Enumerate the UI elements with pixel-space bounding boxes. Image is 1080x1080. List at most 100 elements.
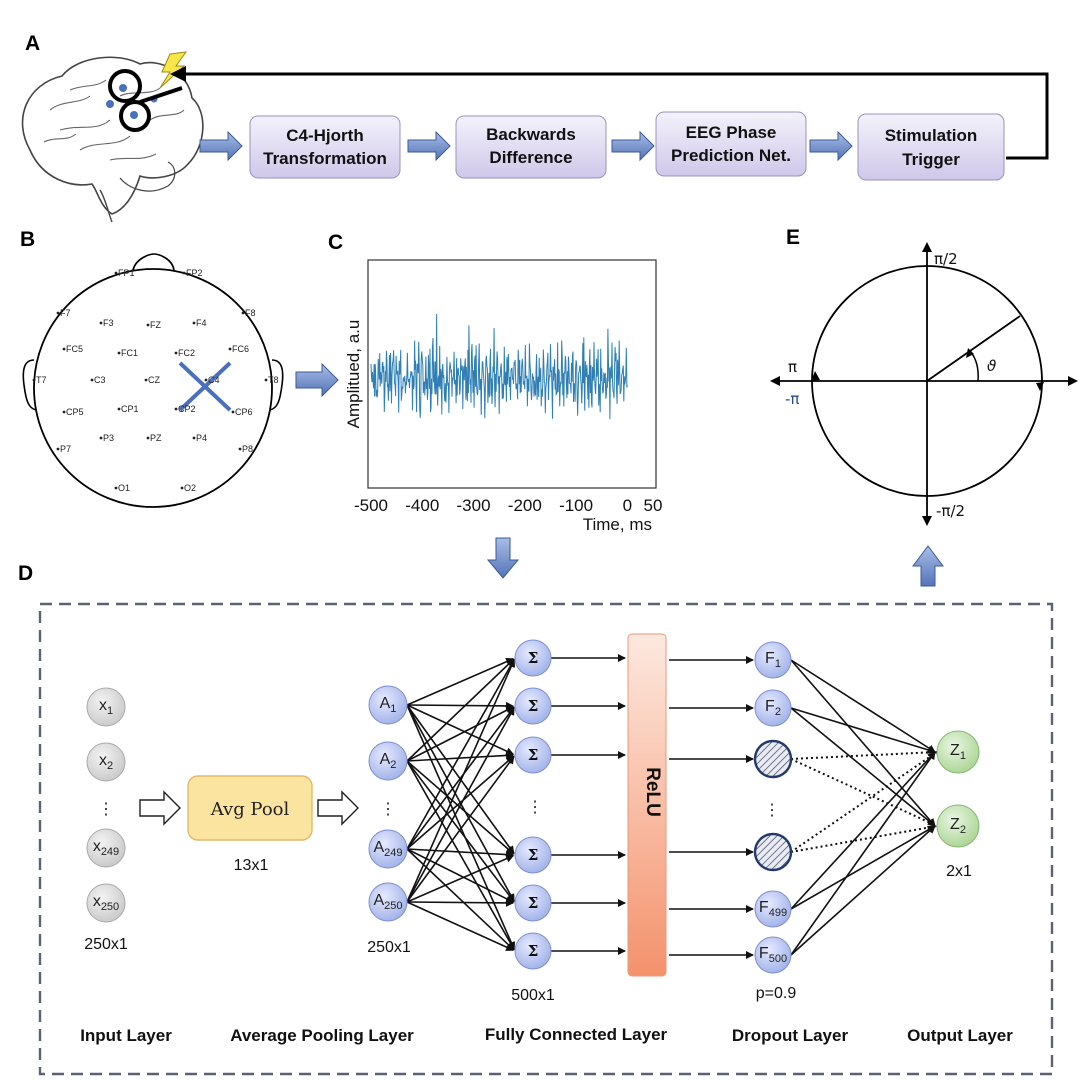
electrode-label: FP2 xyxy=(186,268,203,278)
panel-label-b: B xyxy=(20,228,35,251)
node-label: A250 xyxy=(373,892,402,912)
node-label: A1 xyxy=(380,695,397,715)
electrode-cp6: CP6 xyxy=(231,407,253,417)
pipeline-arrows xyxy=(199,130,853,162)
connection-arrow xyxy=(790,825,936,956)
relu-block: ReLU xyxy=(627,633,667,977)
connection-arrow xyxy=(406,848,515,859)
connection-arrow xyxy=(406,704,516,951)
dropped-node xyxy=(753,739,793,779)
label-pi: π xyxy=(788,358,797,376)
connection-arrow xyxy=(406,751,515,762)
electrode-c3: C3 xyxy=(90,375,106,385)
dropped-node xyxy=(753,832,793,872)
electrode-p7: P7 xyxy=(56,444,71,454)
electrode-cap xyxy=(22,253,284,508)
ellipsis: ⋮ xyxy=(98,801,114,818)
dropout-connections xyxy=(790,659,938,956)
connection-arrow xyxy=(406,854,515,903)
electrode-f8: F8 xyxy=(241,308,256,318)
label-theta: ϑ xyxy=(987,357,996,375)
box-hjorth-line1: C4-Hjorth xyxy=(286,126,363,145)
node-label: x250 xyxy=(93,893,119,913)
layer-name-input: Input Layer xyxy=(80,1026,172,1045)
x-axis-label: Time, ms xyxy=(583,515,652,534)
electrode-label: FC1 xyxy=(121,348,138,358)
electrode-pz: PZ xyxy=(146,433,162,443)
connection-arrow xyxy=(790,758,938,827)
electrode-label: FC5 xyxy=(66,344,83,354)
electrode-fz: FZ xyxy=(146,320,161,330)
pooled-node: A249 xyxy=(368,829,408,869)
electrode-label: C4 xyxy=(208,375,220,385)
node-label: x1 xyxy=(99,697,113,717)
phase-circle xyxy=(770,242,1078,526)
electrode-label: CP5 xyxy=(66,407,84,417)
signal-to-network-arrow xyxy=(486,537,520,579)
connection-arrow xyxy=(406,760,515,855)
connection-arrow xyxy=(406,701,515,710)
electrode-label: T7 xyxy=(36,375,47,385)
electrode-label: CZ xyxy=(148,375,160,385)
electrode-label: F4 xyxy=(196,318,207,328)
output-dim: 2x1 xyxy=(946,863,972,880)
relu-label: ReLU xyxy=(642,767,663,817)
connection-arrow xyxy=(790,751,938,760)
electrode-label: F8 xyxy=(245,308,256,318)
electrode-fc5: FC5 xyxy=(62,344,83,354)
fc-node: Σ xyxy=(514,639,552,677)
input-to-pool-arrow xyxy=(139,790,181,826)
input-layer-nodes: x1 x2 ⋮ x249 x250 xyxy=(86,687,126,923)
pool-dim: 13x1 xyxy=(234,857,269,874)
electrode-f4: F4 xyxy=(192,318,207,328)
dropout-node: F499 xyxy=(754,890,792,928)
label-minus-pi-half: -π/2 xyxy=(936,502,965,520)
connection-arrow xyxy=(790,659,936,753)
fc-node: Σ xyxy=(514,687,552,725)
node-label: x249 xyxy=(93,838,119,858)
electrode-label: FZ xyxy=(150,320,161,330)
avg-pool-block: Avg Pool xyxy=(187,775,313,841)
connection-arrow xyxy=(406,706,515,903)
panel-label-c: C xyxy=(328,231,343,254)
box-hjorth-line2: Transformation xyxy=(263,149,387,168)
network-connections xyxy=(406,654,754,959)
electrode-fc1: FC1 xyxy=(117,348,138,358)
fc-node: Σ xyxy=(514,736,552,774)
node-label: F499 xyxy=(759,899,787,919)
input-node: x2 xyxy=(86,742,126,782)
connection-arrow xyxy=(406,658,516,903)
x-tick-label: -400 xyxy=(405,496,439,515)
dropout-node: F2 xyxy=(754,689,792,727)
electrode-label: CP6 xyxy=(235,407,253,417)
connection-arrow xyxy=(406,658,515,762)
label-pi-half: π/2 xyxy=(934,250,958,268)
layer-name-dropout: Dropout Layer xyxy=(732,1026,849,1045)
electrode-label: FC2 xyxy=(178,348,195,358)
electrode-label: CP2 xyxy=(178,404,196,414)
node-label: A249 xyxy=(373,839,402,859)
layer-name-fc: Fully Connected Layer xyxy=(485,1025,668,1044)
connection-arrow xyxy=(406,706,515,850)
x-tick-label: -300 xyxy=(457,496,491,515)
avg-pool-label: Avg Pool xyxy=(210,799,290,820)
pooled-dim: 250x1 xyxy=(367,939,411,956)
connection-arrow xyxy=(790,825,936,910)
node-label: A2 xyxy=(380,751,397,771)
network-to-circle-arrow xyxy=(912,545,944,587)
electrode-f3: F3 xyxy=(99,318,114,328)
connection-arrow xyxy=(406,848,515,951)
electrode-label: F7 xyxy=(60,308,71,318)
brain-illustration xyxy=(21,56,204,223)
electrode-label: T8 xyxy=(268,375,279,385)
node-label: Z2 xyxy=(950,816,966,836)
feedback-loop-line xyxy=(176,72,1049,160)
electrode-cp5: CP5 xyxy=(62,407,84,417)
electrode-p4: P4 xyxy=(192,433,207,443)
pipeline-box-backwards-difference: Backwards Difference xyxy=(455,115,607,179)
